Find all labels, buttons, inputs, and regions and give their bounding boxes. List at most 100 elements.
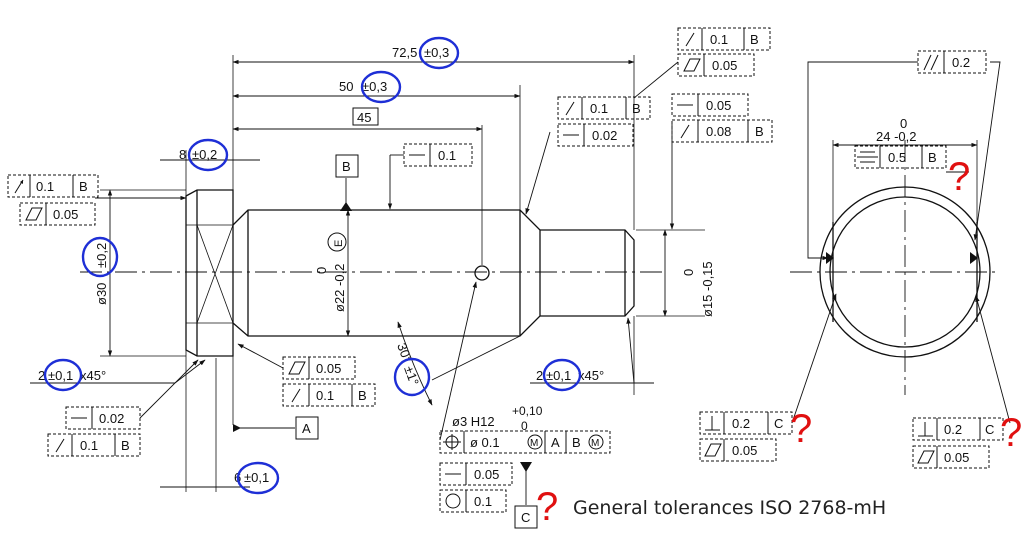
bolt-shank xyxy=(232,209,541,337)
dim-basic-45: 45 xyxy=(357,110,371,125)
dim-chamfer-right: 2 xyxy=(536,368,543,383)
dim-width-24-upper: 0 xyxy=(900,116,907,131)
dim-length-50: 50 xyxy=(339,79,353,94)
highlight-circle xyxy=(393,357,431,397)
runout-icon xyxy=(291,388,301,403)
fcf-perp-left-flatness: 0.05 xyxy=(699,438,777,462)
dim-length-50-tol: ±0,3 xyxy=(362,79,387,94)
perp-leader-left xyxy=(791,293,837,424)
dim-end-diameter: ø15 -0,15 xyxy=(700,261,715,317)
bolt-head xyxy=(185,189,234,357)
dim-overall-length: 72,5 xyxy=(392,45,417,60)
svg-text:0.05: 0.05 xyxy=(53,207,78,222)
fcf-face-runout: 0.1 B xyxy=(282,383,376,407)
cross-hole xyxy=(474,265,490,281)
svg-text:0.1: 0.1 xyxy=(316,388,334,403)
chamfer-leader-left xyxy=(174,359,206,384)
dim-shank-diameter: ø22 -0,2 xyxy=(332,264,347,312)
svg-text:0.05: 0.05 xyxy=(316,361,341,376)
svg-text:B: B xyxy=(121,438,130,453)
runout-icon xyxy=(685,32,695,47)
dim-chamfer-left-angle: x45° xyxy=(80,368,106,383)
svg-text:0.02: 0.02 xyxy=(592,128,617,143)
hole-lower-tol: 0 xyxy=(521,419,528,433)
question-mark: ? xyxy=(790,407,812,451)
highlight-circle xyxy=(236,461,280,495)
general-tolerances-note: General tolerances ISO 2768-mH xyxy=(573,497,887,519)
dim-head-diameter: ø30 xyxy=(94,283,109,305)
highlight-circle xyxy=(360,70,402,104)
dim-length-6-tol: ±0,1 xyxy=(244,470,269,485)
leader-line xyxy=(439,281,477,441)
dim-head-width: 8 xyxy=(179,147,186,162)
dim-chamfer-left-tol: ±0,1 xyxy=(48,368,73,383)
flatness-icon xyxy=(917,450,935,464)
flatness-icon xyxy=(25,207,43,221)
runout-icon xyxy=(55,438,65,453)
svg-text:0.05: 0.05 xyxy=(706,98,731,113)
fcf-perp-left: 0.2 C xyxy=(699,411,793,435)
svg-text:A: A xyxy=(551,435,560,450)
leader-line xyxy=(525,131,551,215)
svg-text:0.2: 0.2 xyxy=(732,416,750,431)
datum-a-box xyxy=(295,416,319,440)
fcf-head-flatness: 0.05 xyxy=(19,202,96,226)
fcf-end-straightness: 0.05 xyxy=(671,93,749,117)
parallel-leader xyxy=(807,61,918,261)
chamfer-leader-right xyxy=(626,317,635,384)
fcf-hole-straightness: 0.05 xyxy=(439,462,513,486)
dim-chamfer-right-tol: ±0,1 xyxy=(546,368,571,383)
svg-text:0.02: 0.02 xyxy=(99,411,124,426)
dim-chamfer-right-angle: x45° xyxy=(578,368,604,383)
svg-text:0.2: 0.2 xyxy=(952,55,970,70)
fcf-head-bottom-runout: 0.1 B xyxy=(47,433,141,457)
side-view-inner-circle xyxy=(829,196,981,348)
head-hex-line xyxy=(196,224,234,324)
svg-text:0.1: 0.1 xyxy=(710,32,728,47)
fcf-perp-right: 0.2 C xyxy=(912,417,1004,441)
question-mark: ? xyxy=(1000,411,1022,455)
svg-text:0.1: 0.1 xyxy=(80,438,98,453)
hole-callout: ø3 H12 xyxy=(452,414,495,429)
svg-text:0.05: 0.05 xyxy=(944,450,969,465)
fcf-hole-circularity: 0.1 xyxy=(439,489,507,513)
datum-triangle xyxy=(826,252,834,264)
highlight-circle xyxy=(43,358,83,392)
dim-overall-tol: ±0,3 xyxy=(424,45,449,60)
svg-text:0.08: 0.08 xyxy=(706,124,731,139)
dim-head-diameter-tol: ±0,2 xyxy=(94,243,109,268)
angle-ref-line xyxy=(431,335,521,381)
svg-text:B: B xyxy=(928,150,937,165)
dim-shank-upper: 0 xyxy=(314,267,329,274)
fcf-top-flatness: 0.05 xyxy=(677,53,755,77)
question-mark: ? xyxy=(948,155,970,199)
runout-icon xyxy=(680,124,690,139)
dim-end-upper: 0 xyxy=(681,269,696,276)
fcf-head-runout: 0.1 B xyxy=(7,174,99,198)
fcf-symmetry: 0.5 B xyxy=(854,145,947,169)
parallel-leader-right xyxy=(973,61,1001,241)
envelope-circle xyxy=(327,232,347,252)
svg-text:B: B xyxy=(750,32,759,47)
highlight-circle xyxy=(187,138,229,172)
svg-text:0.1: 0.1 xyxy=(36,179,54,194)
fcf-face-flatness: 0.05 xyxy=(282,356,356,380)
leader-line xyxy=(139,359,199,419)
dim-chamfer-left: 2 xyxy=(38,368,45,383)
envelope-symbol: E xyxy=(333,240,345,247)
datum-a-label: A xyxy=(302,421,311,436)
perp-leader-right xyxy=(975,295,1011,424)
svg-text:0.2: 0.2 xyxy=(944,422,962,437)
svg-text:M: M xyxy=(591,438,599,449)
svg-text:0.1: 0.1 xyxy=(438,148,456,163)
fcf-head-bottom-straightness: 0.02 xyxy=(65,406,141,430)
svg-text:B: B xyxy=(755,124,764,139)
svg-text:0.05: 0.05 xyxy=(474,467,499,482)
flatness-icon xyxy=(683,58,701,72)
datum-triangle xyxy=(340,202,352,211)
leader-line xyxy=(237,343,284,369)
dim-width-24: 24 -0,2 xyxy=(876,129,916,144)
flatness-icon xyxy=(704,443,722,457)
question-mark: ? xyxy=(536,485,558,529)
